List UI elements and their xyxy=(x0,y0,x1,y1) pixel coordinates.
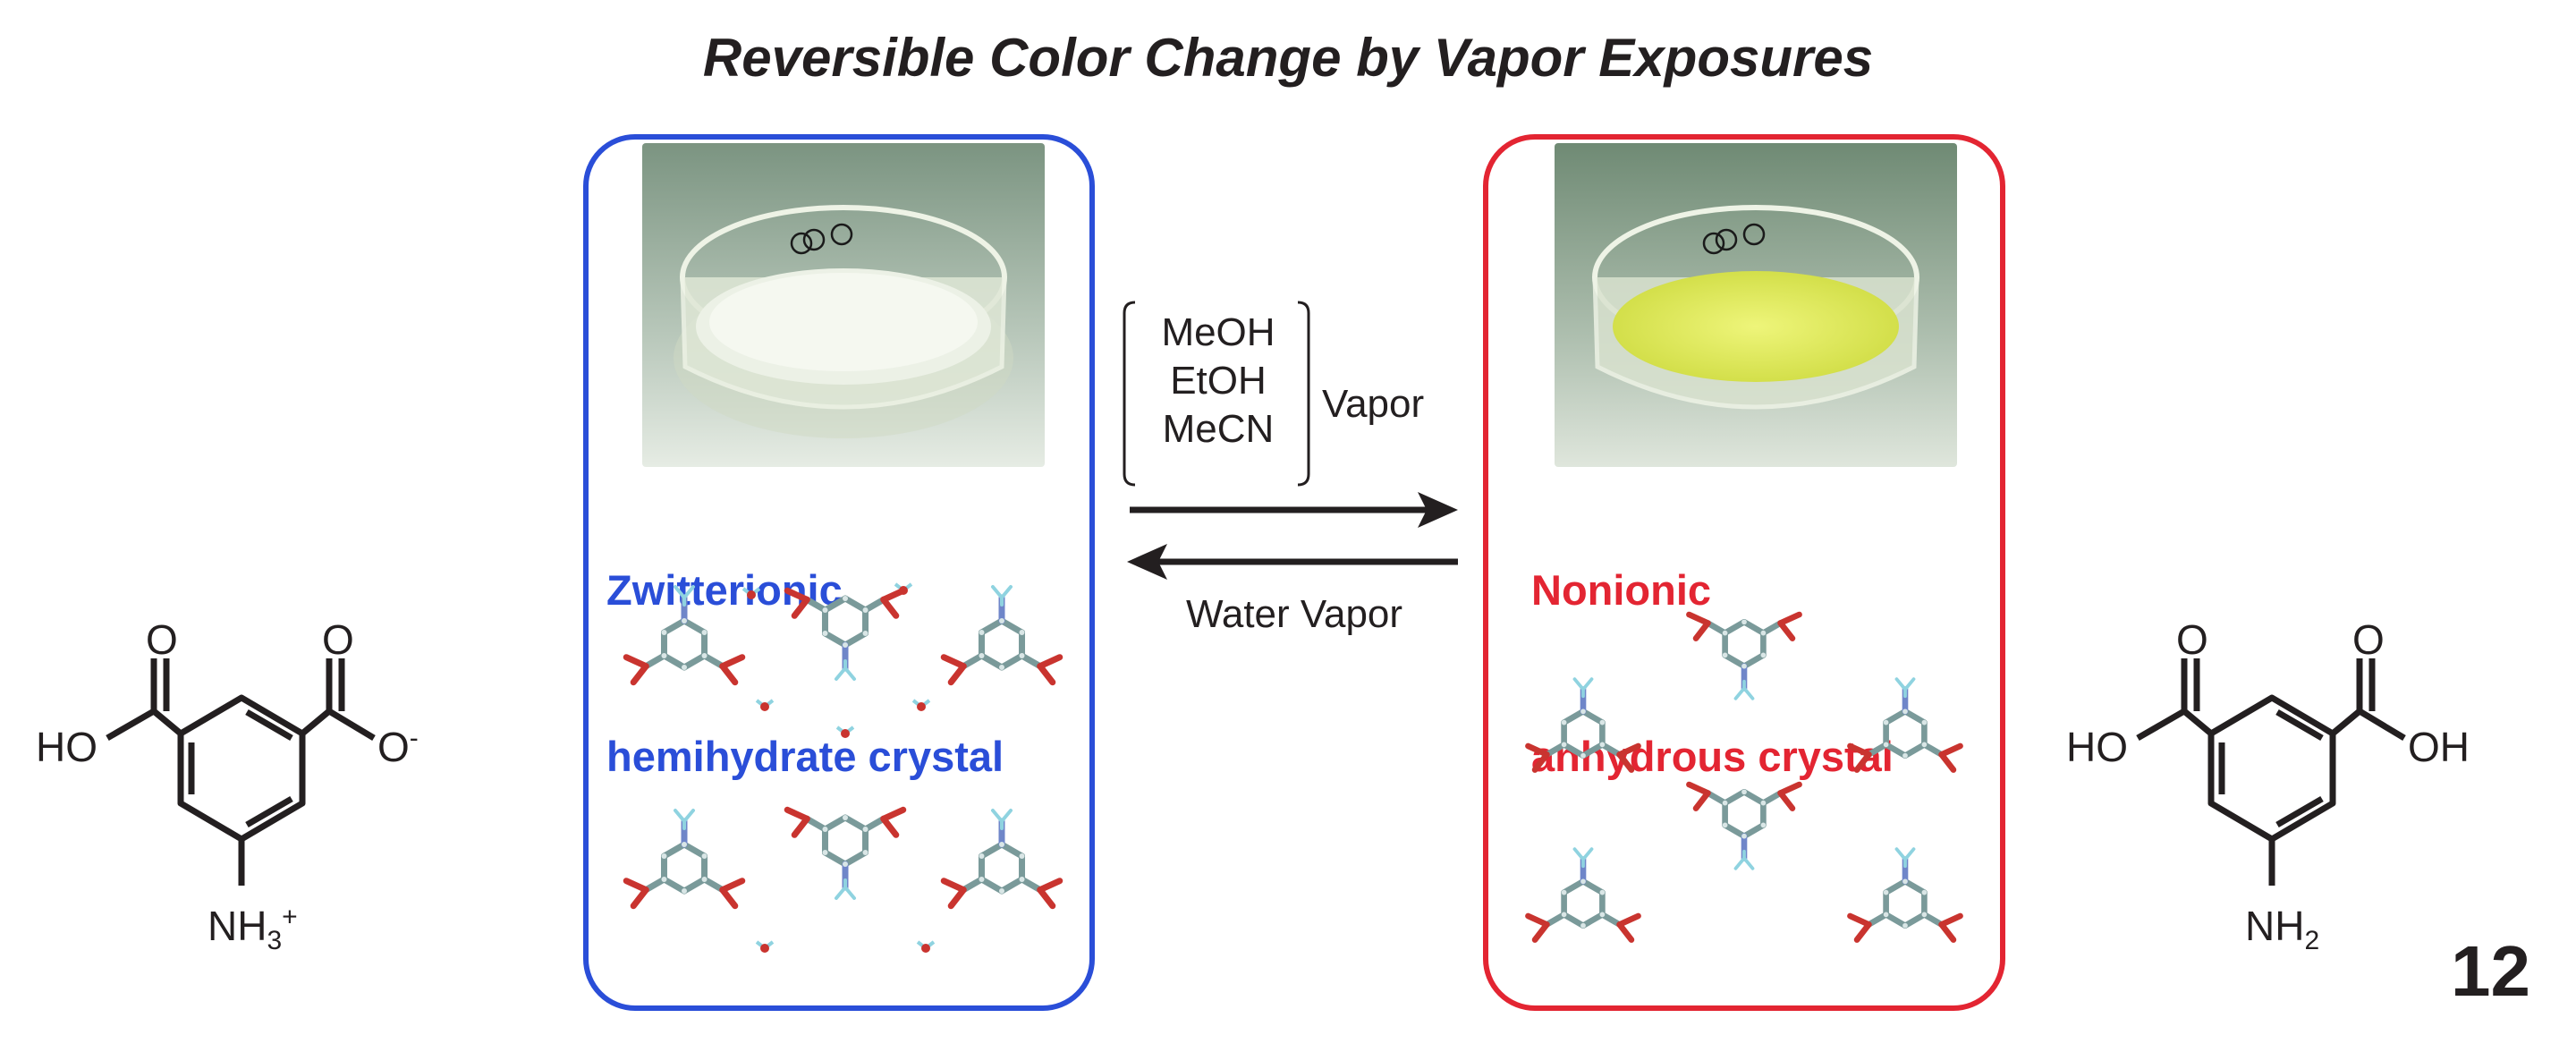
neutral-amine: NH2 xyxy=(2245,902,2319,956)
crystal-molecule xyxy=(1686,781,1802,870)
crystal-molecule xyxy=(1686,611,1802,700)
zwitterion-structure xyxy=(106,658,376,886)
ammonium-charge: + xyxy=(282,902,298,932)
zwitterionic-label-line2: hemihydrate crystal xyxy=(606,733,1004,780)
solvent-meoh: MeOH xyxy=(1161,310,1275,354)
water-molecule xyxy=(916,940,936,953)
crystal-molecule xyxy=(1847,677,1963,773)
reverse-condition-label: Water Vapor xyxy=(1185,592,1403,636)
forward-arrowhead xyxy=(1418,492,1458,528)
compound-number: 12 xyxy=(2451,931,2530,1011)
forward-vapor-label: Vapor xyxy=(1322,382,1425,426)
figure-title: Reversible Color Change by Vapor Exposur… xyxy=(702,28,1874,88)
nonionic-label-line1: Nonionic xyxy=(1531,566,1712,614)
water-molecule xyxy=(755,699,775,711)
crystal-molecule xyxy=(1847,847,1963,943)
water-molecule xyxy=(894,582,913,595)
nonionic-panel xyxy=(1483,134,2005,1011)
crystal-molecule xyxy=(623,809,746,910)
left-bracket xyxy=(1123,301,1136,487)
carboxylate-o-text: O xyxy=(377,724,410,770)
ammonium-subscript: 3 xyxy=(267,926,283,956)
crystal-molecule xyxy=(623,585,746,686)
crystal-molecule xyxy=(1525,677,1641,773)
crystal-molecule xyxy=(940,809,1063,910)
solvent-mecn: MeCN xyxy=(1162,407,1275,451)
crystal-molecule xyxy=(784,587,907,681)
anhydrous-crystal-packing xyxy=(1525,611,1963,943)
water-molecule xyxy=(835,725,855,738)
neutral-right-oh: OH xyxy=(2408,724,2470,770)
zwitterionic-panel xyxy=(583,134,1095,1011)
neutral-carbonyl-o-right: O xyxy=(2352,616,2385,663)
water-molecule xyxy=(755,940,775,953)
carboxylate-charge: - xyxy=(409,723,419,753)
right-bracket xyxy=(1297,301,1310,487)
nonionic-label: Nonionic anhydrous crystal xyxy=(1531,452,1894,840)
forward-solvent-list: MeOH EtOH MeCN xyxy=(1129,309,1308,454)
amine-nh: NH xyxy=(2245,903,2305,949)
zwitterionic-label: Zwitterionic hemihydrate crystal xyxy=(606,452,1004,840)
petri-dish-photo-yellow xyxy=(1555,143,1957,467)
crystal-molecule xyxy=(1525,847,1641,943)
amine-subscript: 2 xyxy=(2304,926,2320,956)
reaction-arrows xyxy=(1123,301,1458,580)
solvent-etoh: EtOH xyxy=(1170,359,1267,403)
neutral-carbonyl-o-left: O xyxy=(2176,616,2208,663)
water-molecule xyxy=(741,587,761,599)
petri-dish-photo-white xyxy=(642,143,1045,467)
zwitterion-carbonyl-o-left: O xyxy=(146,616,178,663)
nonionic-label-line2: anhydrous crystal xyxy=(1531,733,1894,780)
zwitterion-ammonium: NH3+ xyxy=(208,902,298,956)
hemihydrate-crystal-packing xyxy=(623,582,1063,953)
water-molecule xyxy=(911,699,931,711)
neutral-left-oh: HO xyxy=(2066,724,2128,770)
neutral-structure xyxy=(2136,658,2406,886)
zwitterion-carbonyl-o-right: O xyxy=(322,616,354,663)
crystal-molecule xyxy=(940,585,1063,686)
ammonium-nh: NH xyxy=(208,903,267,949)
crystal-molecule xyxy=(784,806,907,900)
zwitterion-carboxylate-o: O- xyxy=(377,723,419,771)
zwitterion-left-oh: HO xyxy=(36,724,97,770)
reverse-arrowhead xyxy=(1127,544,1167,580)
